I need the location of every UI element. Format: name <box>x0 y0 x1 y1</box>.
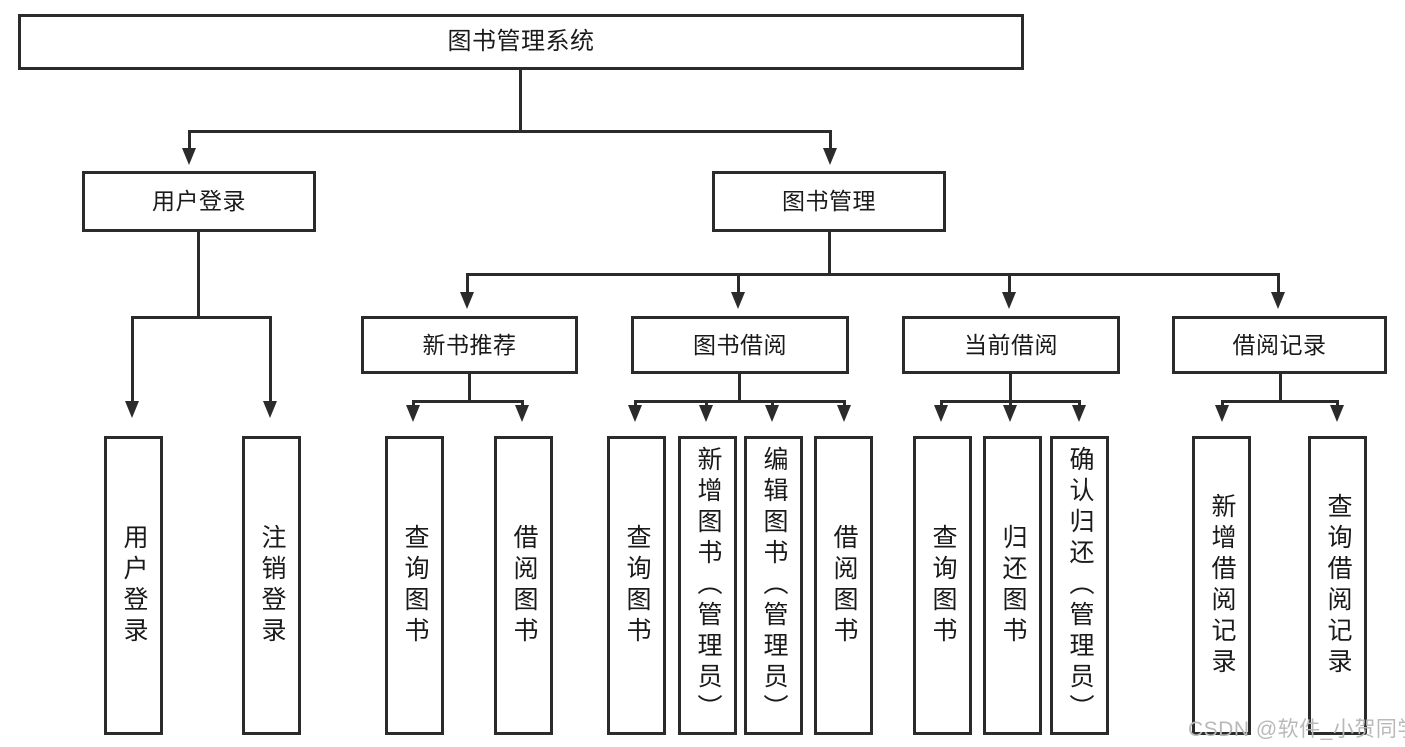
node-label: 查询图书 <box>401 523 429 648</box>
watermark-text: CSDN @软件_小贺同学 <box>1188 718 1405 741</box>
node-label: 查询借阅记录 <box>1324 492 1352 679</box>
arrow-to-leaf-add-book <box>699 405 713 422</box>
node-label: 编辑图书（管理员） <box>760 446 788 725</box>
node-label: 查询图书 <box>623 523 651 648</box>
node-label: 新书推荐 <box>422 331 517 358</box>
arrow-root-to-book-mgmt <box>823 148 837 165</box>
connector-current-borrow-stem <box>1009 374 1012 402</box>
connector-to-book-borrow <box>737 273 740 297</box>
leaf-edit-book-admin[interactable]: 编辑图书（管理员） <box>744 436 803 735</box>
connector-book-mgmt-bus <box>466 273 1280 276</box>
leaf-query-book-current[interactable]: 查询图书 <box>913 436 972 735</box>
connector-root-bus <box>188 130 832 133</box>
connector-to-new-book <box>466 273 469 297</box>
connector-new-book-stem <box>468 374 471 402</box>
connector-user-login-right-drop <box>269 316 272 405</box>
leaf-logout[interactable]: 注销登录 <box>242 436 301 735</box>
node-book-borrow[interactable]: 图书借阅 <box>631 316 849 374</box>
connector-borrow-record-bus <box>1221 400 1339 403</box>
arrow-to-leaf-logout <box>263 401 277 418</box>
arrow-to-leaf-edit-book <box>765 405 779 422</box>
node-label: 借阅记录 <box>1232 331 1327 358</box>
connector-book-borrow-stem <box>738 374 741 402</box>
arrow-to-leaf-return-book <box>1003 405 1017 422</box>
node-book-management[interactable]: 图书管理 <box>712 171 946 232</box>
node-label: 图书借阅 <box>693 331 787 358</box>
arrow-to-borrow-record <box>1271 292 1285 309</box>
connector-user-login-left-drop <box>131 316 134 405</box>
node-label: 归还图书 <box>999 523 1027 648</box>
node-label: 借阅图书 <box>510 523 538 648</box>
node-label: 图书管理系统 <box>447 28 595 56</box>
leaf-user-login[interactable]: 用户登录 <box>104 436 163 735</box>
node-root-system[interactable]: 图书管理系统 <box>18 14 1024 70</box>
connector-root-stem <box>519 70 522 132</box>
leaf-add-borrow-record[interactable]: 新增借阅记录 <box>1192 436 1251 735</box>
node-label: 图书管理 <box>782 188 876 215</box>
node-label: 确认归还（管理员） <box>1066 446 1094 725</box>
arrow-to-leaf-user-login <box>125 401 139 418</box>
arrow-to-leaf-query-book-1 <box>406 405 420 422</box>
leaf-query-borrow-record[interactable]: 查询借阅记录 <box>1308 436 1367 735</box>
node-borrow-record[interactable]: 借阅记录 <box>1172 316 1387 374</box>
leaf-confirm-return-admin[interactable]: 确认归还（管理员） <box>1050 436 1109 735</box>
arrow-to-leaf-borrow-book-1 <box>515 405 529 422</box>
node-new-book-recommend[interactable]: 新书推荐 <box>361 316 578 374</box>
arrow-to-new-book-recommend <box>460 292 474 309</box>
arrow-to-current-borrow <box>1002 292 1016 309</box>
connector-root-to-user-login <box>188 130 191 152</box>
arrow-to-leaf-borrow-book-2 <box>837 405 851 422</box>
arrow-to-leaf-query-record <box>1330 405 1344 422</box>
leaf-query-book-recommend[interactable]: 查询图书 <box>385 436 444 735</box>
connector-borrow-record-stem <box>1279 374 1282 402</box>
connector-root-to-book-mgmt <box>829 130 832 152</box>
arrow-to-leaf-query-book-3 <box>934 405 948 422</box>
node-label: 查询图书 <box>929 523 957 648</box>
arrow-to-leaf-query-book-2 <box>628 405 642 422</box>
connector-book-mgmt-stem <box>828 232 831 276</box>
node-label: 注销登录 <box>258 523 286 648</box>
connector-user-login-stem <box>197 232 200 319</box>
leaf-borrow-book[interactable]: 借阅图书 <box>814 436 873 735</box>
leaf-borrow-book-recommend[interactable]: 借阅图书 <box>494 436 553 735</box>
node-label: 用户登录 <box>152 188 246 215</box>
node-label: 新增借阅记录 <box>1208 492 1236 679</box>
leaf-add-book-admin[interactable]: 新增图书（管理员） <box>678 436 737 735</box>
connector-book-borrow-bus <box>634 400 846 403</box>
arrow-to-leaf-add-record <box>1215 405 1229 422</box>
arrow-to-book-borrow <box>731 292 745 309</box>
leaf-query-book-borrow[interactable]: 查询图书 <box>607 436 666 735</box>
arrow-to-leaf-confirm-return <box>1072 405 1086 422</box>
node-label: 借阅图书 <box>830 523 858 648</box>
node-label: 新增图书（管理员） <box>694 446 722 725</box>
node-user-login[interactable]: 用户登录 <box>82 171 316 232</box>
connector-new-book-bus <box>412 400 524 403</box>
connector-to-borrow-record <box>1277 273 1280 297</box>
node-label: 用户登录 <box>120 523 148 648</box>
connector-user-login-bus <box>131 316 270 319</box>
arrow-root-to-user-login <box>182 148 196 165</box>
node-current-borrow[interactable]: 当前借阅 <box>902 316 1120 374</box>
connector-to-current-borrow <box>1008 273 1011 297</box>
leaf-return-book[interactable]: 归还图书 <box>983 436 1042 735</box>
node-label: 当前借阅 <box>964 331 1058 358</box>
